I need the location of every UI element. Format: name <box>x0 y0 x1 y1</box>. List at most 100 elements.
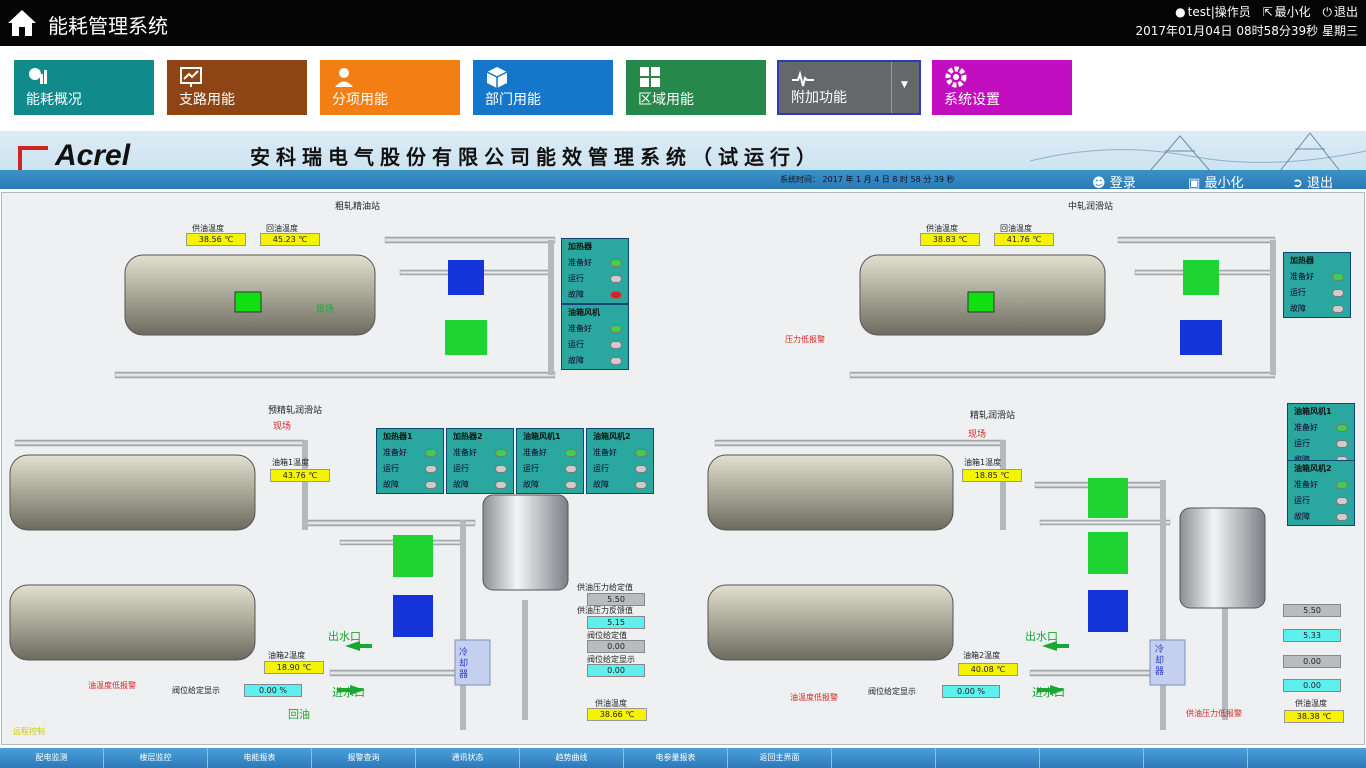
valve-display-value: 0.00 <box>1283 679 1341 692</box>
banner-login-button[interactable]: ☻ 登录 <box>1092 172 1136 191</box>
nav-tile-item[interactable]: 分项用能 <box>320 60 460 115</box>
status-label: 运行 <box>453 464 469 473</box>
status-lamp <box>1336 513 1348 521</box>
bottom-nav-item[interactable]: 楼层监控 <box>104 748 208 768</box>
status-lamp <box>495 465 507 473</box>
logout-button[interactable]: 退出 <box>1333 5 1358 19</box>
bottom-nav-item[interactable] <box>936 748 1040 768</box>
valve-display-label: 阀位给定显示 <box>587 655 635 664</box>
bottom-nav-item[interactable]: 电能报表 <box>208 748 312 768</box>
motor-units <box>9 254 1106 661</box>
status-lamp <box>425 481 437 489</box>
status-row-ready: 准备好 <box>517 445 583 461</box>
nav-tile-extra[interactable]: 附加功能 ▼ <box>777 60 921 115</box>
nav-tile-label: 能耗概况 <box>26 92 82 108</box>
bottom-nav-item[interactable] <box>1248 748 1366 768</box>
status-row-fault: 故障 <box>562 287 628 303</box>
status-row-run: 运行 <box>447 461 513 477</box>
valve-value: 0.00 % <box>942 685 1000 698</box>
mode-tag: 现场 <box>968 430 987 440</box>
nav-tile-overview[interactable]: 能耗概况 <box>14 60 154 115</box>
supply-temp-value: 38.56 ℃ <box>186 233 246 246</box>
dropdown-toggle[interactable]: ▼ <box>891 62 919 113</box>
status-lamp <box>1336 424 1348 432</box>
supply-value: 38.38 ℃ <box>1284 710 1344 723</box>
nav-tile-branch[interactable]: 支路用能 <box>167 60 307 115</box>
status-lamp <box>495 449 507 457</box>
status-lamp <box>610 259 622 267</box>
bottom-nav-item[interactable]: 通讯状态 <box>416 748 520 768</box>
status-panel-fan: 油箱风机 准备好 运行 故障 <box>561 304 629 370</box>
bottom-nav-item[interactable]: 返回主界面 <box>728 748 832 768</box>
status-lamp <box>610 357 622 365</box>
exit-label: 退出 <box>1307 176 1334 191</box>
status-label: 故障 <box>383 480 399 489</box>
header-right: ●test|操作员 ⇱最小化 ⏻退出 2017年01月04日 08时58分39秒… <box>1135 3 1358 41</box>
status-lamp <box>565 465 577 473</box>
status-label: 准备好 <box>1294 423 1318 432</box>
home-icon[interactable] <box>6 8 38 38</box>
nav-tile-label: 附加功能 <box>791 90 847 106</box>
status-row-fault: 故障 <box>1288 509 1354 525</box>
banner-exit-button[interactable]: ➲ 退出 <box>1292 172 1333 191</box>
process-diagram <box>9 236 1276 730</box>
top-bar: 能耗管理系统 ●test|操作员 ⇱最小化 ⏻退出 2017年01月04日 08… <box>0 0 1366 46</box>
supply-temp-label: 供油温度 <box>192 224 224 233</box>
bottom-nav-item[interactable]: 电参量报表 <box>624 748 728 768</box>
status-lamp <box>635 465 647 473</box>
nav-tile-area[interactable]: 区域用能 <box>626 60 766 115</box>
bottom-nav-item[interactable] <box>1144 748 1248 768</box>
alarm-text: 油温度低报警 <box>88 681 136 690</box>
pressure-setpoint-value: 5.50 <box>1283 604 1341 617</box>
acrel-logo-icon <box>18 146 48 170</box>
power-icon: ⏻ <box>1322 5 1332 19</box>
alarm-text: 压力低报警 <box>785 335 825 344</box>
brand-text: Acrel <box>55 139 131 172</box>
nav-tile-settings[interactable]: 系统设置 <box>932 60 1072 115</box>
status-lamp <box>425 449 437 457</box>
status-row-ready: 准备好 <box>1284 269 1350 285</box>
oil-temp-value: 43.76 ℃ <box>270 469 330 482</box>
banner-minimize-button[interactable]: ▣ 最小化 <box>1188 172 1243 191</box>
status-row-fault: 故障 <box>1284 301 1350 317</box>
user-icon: ☻ <box>1092 176 1106 191</box>
status-lamp <box>610 291 622 299</box>
system-time-value: 2017 年 1 月 4 日 8 时 58 分 39 秒 <box>822 175 955 184</box>
status-panel-fan1: 油箱风机1 准备好 运行 故障 <box>1287 403 1355 469</box>
status-lamp <box>1332 289 1344 297</box>
minimize-icon: ⇱ <box>1262 5 1273 19</box>
status-label: 故障 <box>453 480 469 489</box>
status-row-ready: 准备好 <box>562 255 628 271</box>
person-icon <box>335 68 353 87</box>
status-label: 准备好 <box>523 448 547 457</box>
bottom-nav-item[interactable]: 报警查询 <box>312 748 416 768</box>
inlet-label: 进水口 <box>1032 686 1065 699</box>
status-row-run: 运行 <box>1288 436 1354 452</box>
status-label: 故障 <box>1290 304 1306 313</box>
window-icon: ▣ <box>1188 176 1201 191</box>
bottom-nav-item[interactable]: 趋势曲线 <box>520 748 624 768</box>
status-lamp <box>1332 273 1344 281</box>
status-row-run: 运行 <box>517 461 583 477</box>
return-temp-label: 回油温度 <box>266 224 298 233</box>
nav-tile-department[interactable]: 部门用能 <box>473 60 613 115</box>
minimize-button[interactable]: 最小化 <box>1274 5 1311 19</box>
nav-tile-label: 系统设置 <box>944 92 1000 108</box>
status-label: 准备好 <box>453 448 477 457</box>
status-row-run: 运行 <box>1284 285 1350 301</box>
status-row-ready: 准备好 <box>1288 477 1354 493</box>
alarm-text: 油温度低报警 <box>790 693 838 702</box>
bottom-nav-item[interactable]: 配电监测 <box>0 748 104 768</box>
status-row-fault: 故障 <box>587 477 653 493</box>
return-temp-value: 41.76 ℃ <box>994 233 1054 246</box>
bottom-nav-item[interactable] <box>832 748 936 768</box>
status-row-ready: 准备好 <box>1288 420 1354 436</box>
system-time-label: 系统时间： <box>780 175 820 184</box>
oil-temp-value: 18.85 ℃ <box>962 469 1022 482</box>
user-name[interactable]: test|操作员 <box>1187 5 1251 19</box>
status-label: 故障 <box>568 290 584 299</box>
status-panel-title: 油箱风机2 <box>1294 464 1332 473</box>
bottom-nav-item[interactable] <box>1040 748 1144 768</box>
status-label: 准备好 <box>1294 480 1318 489</box>
nav-tile-label: 区域用能 <box>638 92 694 108</box>
